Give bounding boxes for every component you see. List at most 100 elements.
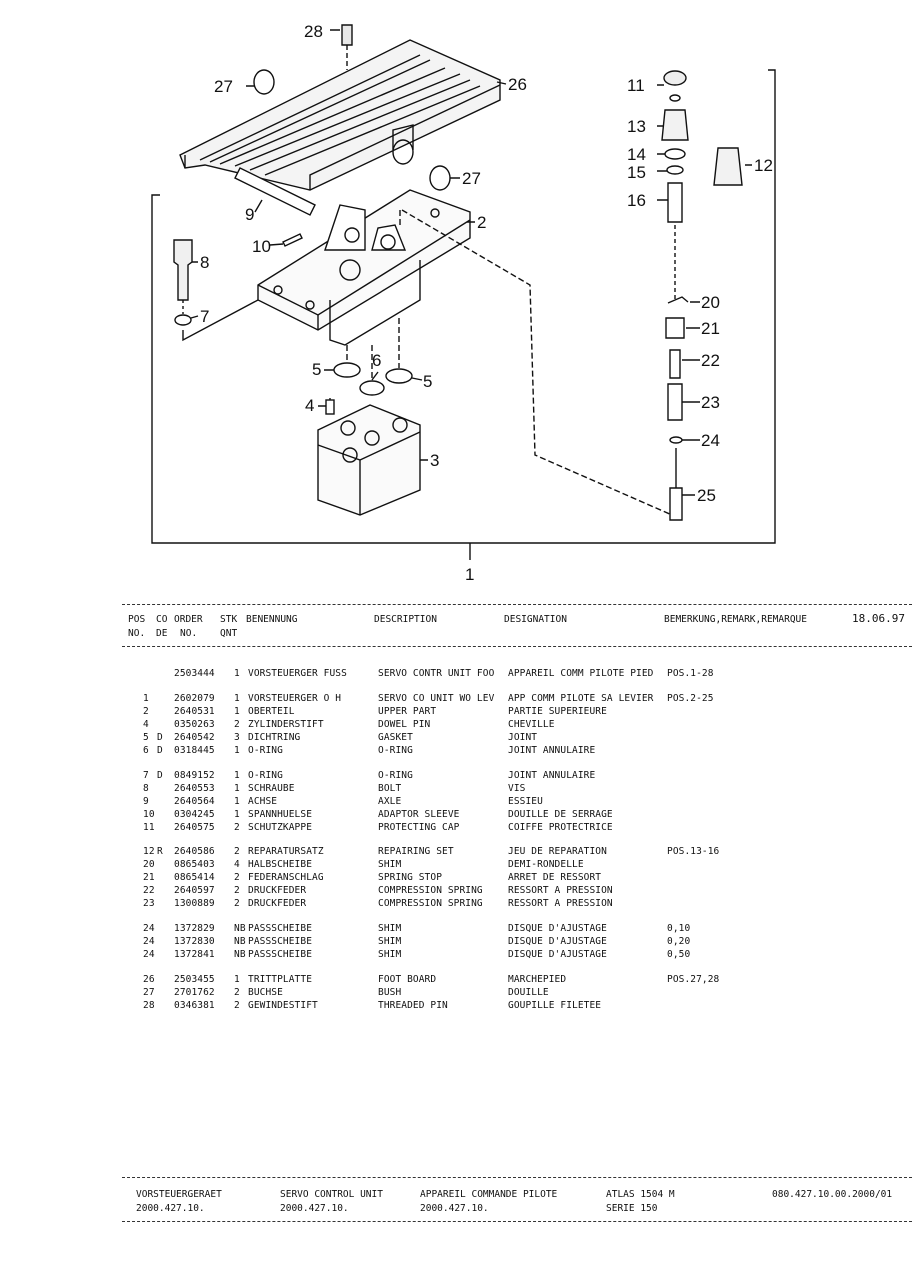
callout-25: 25 [697,486,716,505]
row-order-no: 0346381 [174,1000,215,1011]
row-remark: POS.13-16 [667,846,720,857]
row-order-no: 1372841 [174,949,215,960]
row-order-no: 0849152 [174,770,215,781]
callout-11: 11 [627,76,645,95]
row-description: SHIM [378,859,402,870]
row-benennung: PASSSCHEIBE [248,923,313,934]
header-remark: BEMERKUNG,REMARK,REMARQUE [664,614,807,625]
row-pos: 24 [143,949,155,960]
row-designation: VIS [508,783,526,794]
callout-7: 7 [200,307,209,326]
row-remark: 0,10 [667,923,691,934]
row-remark: POS.2-25 [667,693,714,704]
lower-body-drawing [317,404,421,516]
row-pos: 24 [143,936,155,947]
row-pos: 6 [143,745,149,756]
callout-6: 6 [372,351,381,370]
row-benennung: SCHUTZKAPPE [248,822,313,833]
row-qty: 3 [234,732,240,743]
callout-26: 26 [508,75,527,94]
row-order-no: 0304245 [174,809,215,820]
bush-drawing [253,69,275,95]
row-designation: CHEVILLE [508,719,555,730]
row-order-no: 0350263 [174,719,215,730]
callout-9: 9 [245,205,254,224]
row-pos: 7 [143,770,149,781]
spring-23-drawing [667,383,683,421]
row-benennung: BUCHSE [248,987,283,998]
row-remark: 0,50 [667,949,691,960]
header-qnt: QNT [220,628,238,639]
footer-de-title: VORSTEUERGERAET [136,1189,222,1200]
plunger-drawing [669,448,683,521]
threaded-pin-drawing [341,24,353,46]
row-benennung: ZYLINDERSTIFT [248,719,324,730]
callout-24: 24 [701,431,720,450]
row-qty: 1 [234,693,240,704]
footer-de-no: 2000.427.10. [136,1203,205,1214]
header-benennung: BENENNUNG [246,614,298,625]
row-remark: POS.27,28 [667,974,720,985]
row-pos: 22 [143,885,155,896]
bush-drawing-2 [429,165,451,191]
row-designation: GOUPILLE FILETEE [508,1000,602,1011]
callout-4: 4 [305,396,314,415]
row-pos: 27 [143,987,155,998]
row-order-no: 1300889 [174,898,215,909]
row-description: O-RING [378,770,413,781]
callout-27a: 27 [214,77,233,96]
row-designation: ESSIEU [508,796,543,807]
document-footer: VORSTEUERGERAET 2000.427.10. SERVO CONTR… [122,1177,912,1223]
row-qty: 2 [234,885,240,896]
row-designation: JEU DE REPARATION [508,846,607,857]
row-description: SERVO CO UNIT WO LEV [378,693,495,704]
row-designation: DISQUE D'AJUSTAGE [508,949,607,960]
row-order-no: 2640542 [174,732,215,743]
spring-22-drawing [669,349,681,379]
row-pos: 1 [143,693,149,704]
row-order-no: 0318445 [174,745,215,756]
row-order-no: 0865414 [174,872,215,883]
callout-8: 8 [200,253,209,272]
row-benennung: PASSSCHEIBE [248,949,313,960]
row-benennung: PASSSCHEIBE [248,936,313,947]
row-benennung: SPANNHUELSE [248,809,313,820]
row-benennung: VORSTEUERGER FUSS [248,668,347,679]
header-description: DESCRIPTION [374,614,437,625]
row-order-no: 2640586 [174,846,215,857]
callout-2: 2 [477,213,486,232]
protecting-cap-drawing [663,70,687,86]
row-qty: 1 [234,783,240,794]
row-description: COMPRESSION SPRING [378,898,483,909]
row-qty: 1 [234,770,240,781]
row-qty: 4 [234,859,240,870]
row-pos: 26 [143,974,155,985]
header-date: 18.06.97 [852,612,905,625]
row-benennung: O-RING [248,770,283,781]
o-ring-6-drawing [359,380,385,396]
callout-5a: 5 [312,360,321,379]
row-benennung: TRITTPLATTE [248,974,313,985]
row-designation: DISQUE D'AJUSTAGE [508,936,607,947]
row-remark: POS.1-28 [667,668,714,679]
row-qty: 1 [234,974,240,985]
row-pos: 21 [143,872,155,883]
row-benennung: SCHRAUBE [248,783,295,794]
row-order-no: 2503455 [174,974,215,985]
row-description: FOOT BOARD [378,974,437,985]
row-pos: 9 [143,796,149,807]
row-designation: JOINT ANNULAIRE [508,745,596,756]
row-designation: DOUILLE [508,987,549,998]
callout-3: 3 [430,451,439,470]
footer-model: ATLAS 1504 M [606,1189,675,1200]
foot-board-drawing [179,39,501,191]
row-pos: 8 [143,783,149,794]
row-description: GASKET [378,732,413,743]
row-designation: RESSORT A PRESSION [508,898,613,909]
row-description: SHIM [378,936,402,947]
row-pos: 10 [143,809,155,820]
o-ring-7-drawing [174,314,192,326]
callout-23: 23 [701,393,720,412]
row-order-no: 2640553 [174,783,215,794]
footer-doc-no: 080.427.10.00.2000/01 [772,1189,893,1200]
